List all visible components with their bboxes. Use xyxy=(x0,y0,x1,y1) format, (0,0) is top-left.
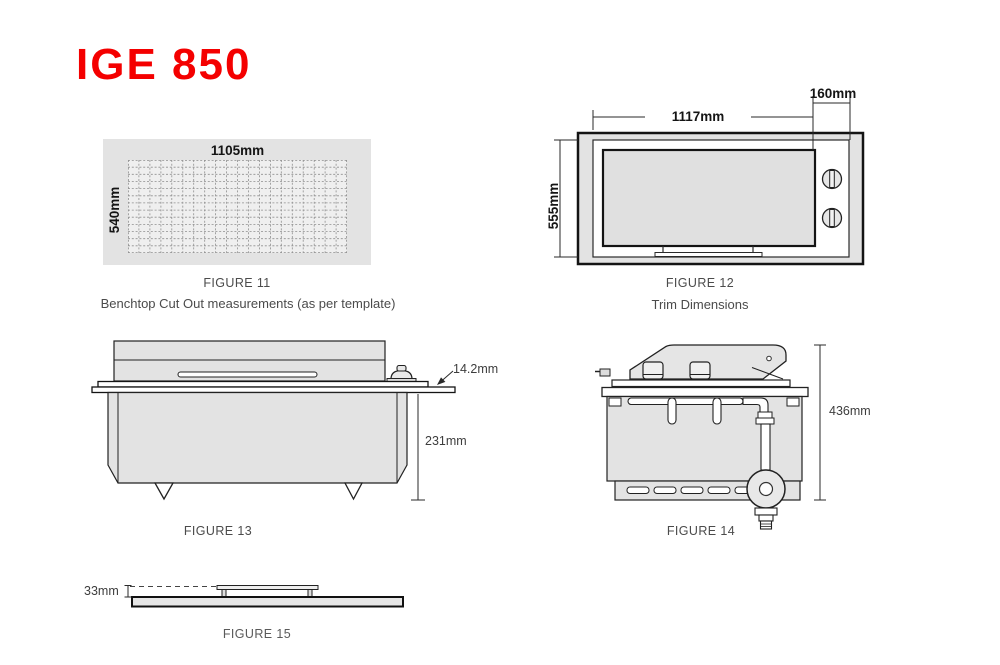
dim-label-depth-below-bench: 231mm xyxy=(425,434,467,448)
dim-label-cutout-width: 1105mm xyxy=(210,143,265,158)
rear-elevation-drawing xyxy=(595,344,826,530)
figure-14-caption: FIGURE 14 xyxy=(666,524,736,538)
dim-label-trim-width: 1117mm xyxy=(645,109,751,124)
cutout-template-grid xyxy=(128,160,347,253)
figure-15-caption: FIGURE 15 xyxy=(222,627,292,638)
dim-label-profile-height: 33mm xyxy=(84,584,119,598)
figure-12-subcaption: Trim Dimensions xyxy=(651,297,749,312)
dim-label-trim-thickness: 14.2mm xyxy=(453,362,499,376)
profile-drawing xyxy=(124,585,404,608)
side-elevation-drawing xyxy=(91,340,456,501)
dim-label-cutout-height: 540mm xyxy=(107,186,122,234)
figure-13-caption: FIGURE 13 xyxy=(183,524,253,538)
dim-label-trim-side: 160mm xyxy=(809,86,857,101)
figure-11-subcaption: Benchtop Cut Out measurements (as per te… xyxy=(100,296,396,311)
dim-label-trim-height: 555mm xyxy=(546,182,561,230)
page-title: IGE 850 xyxy=(76,40,252,89)
trim-front-drawing xyxy=(554,96,865,266)
dim-label-overall-height: 436mm xyxy=(829,404,871,418)
figure-11-caption: FIGURE 11 xyxy=(203,276,271,290)
figure-12-caption: FIGURE 12 xyxy=(665,276,735,290)
figure-15-caption-clipped: FIGURE 15 xyxy=(157,627,357,638)
